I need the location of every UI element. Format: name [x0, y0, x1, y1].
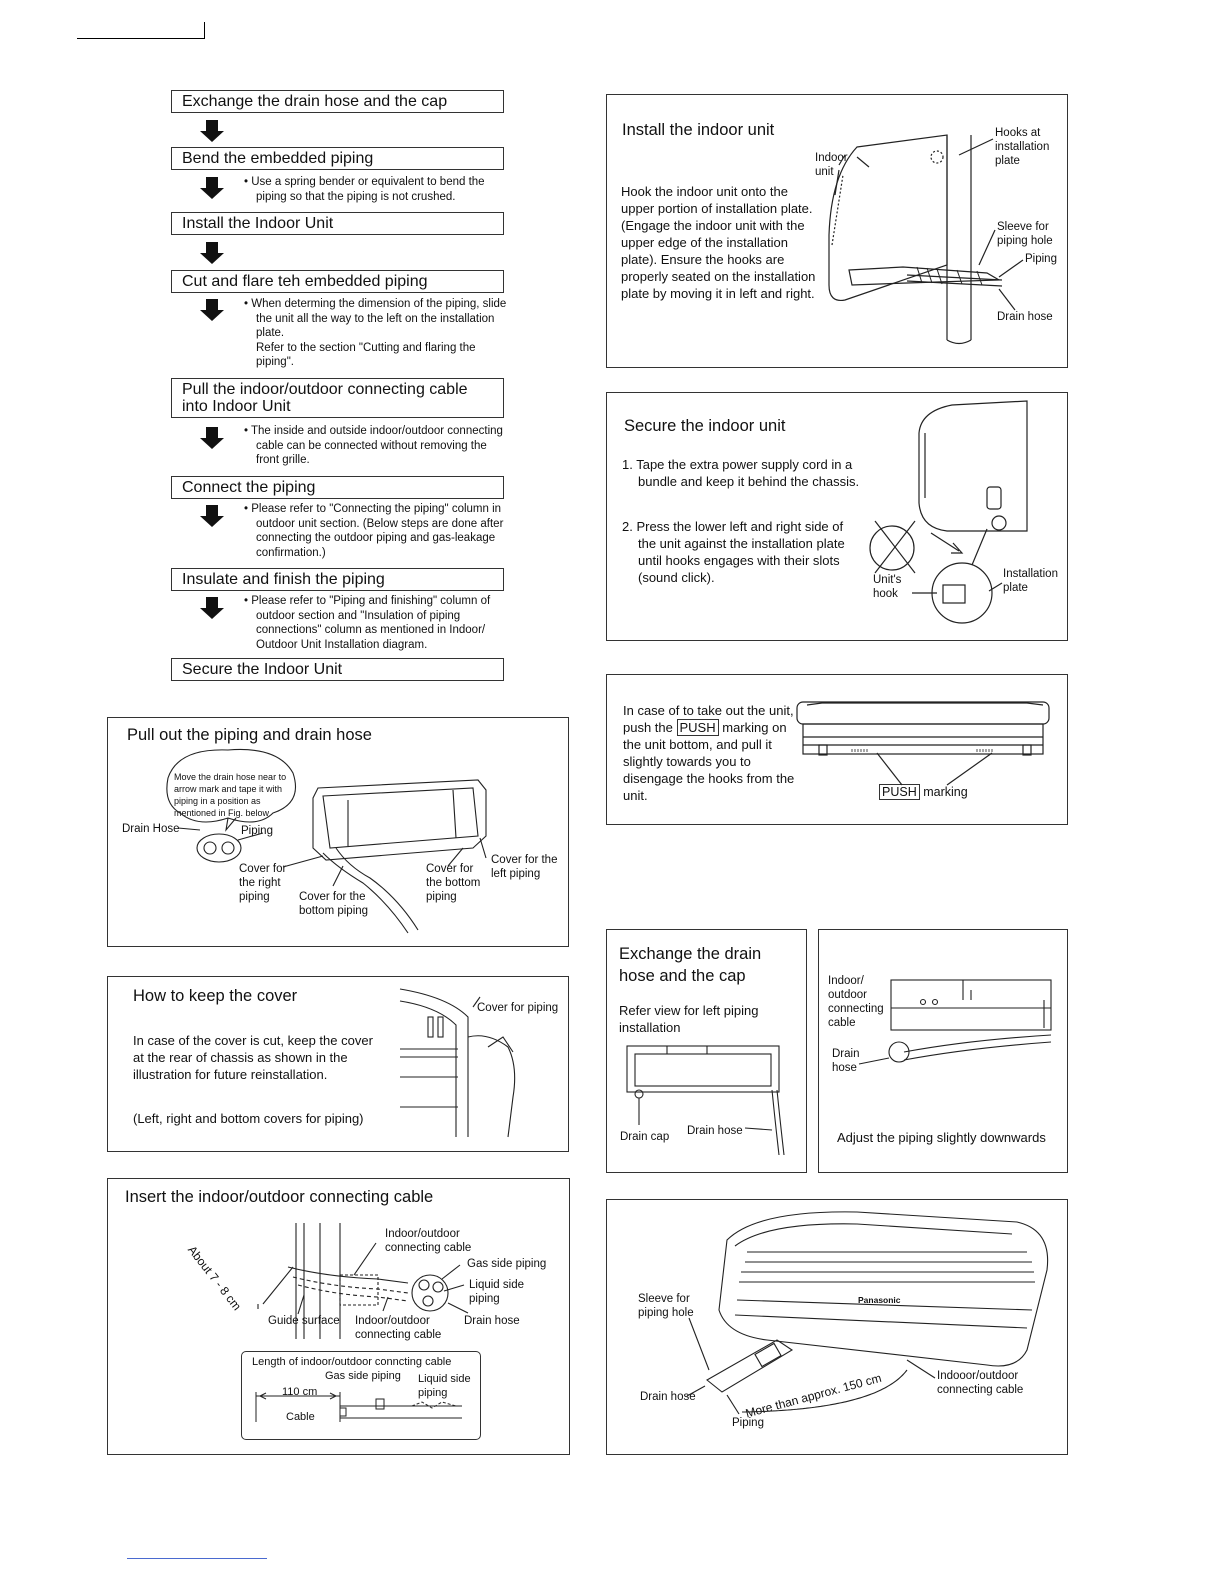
flow-step-insulate: Insulate and finish the piping	[171, 568, 504, 591]
panel-final-installation: Sleeve for piping hole Drain hose Piping…	[606, 1199, 1068, 1455]
down-arrow-icon	[200, 299, 224, 321]
install-illustration	[607, 95, 1067, 367]
flow-step-install: Install the Indoor Unit	[171, 212, 504, 235]
panel-exchange-drain: Exchange the drain hose and the cap Refe…	[606, 929, 807, 1173]
down-arrow-icon	[200, 120, 224, 142]
exchange-illustration	[607, 930, 806, 1172]
header-rule-tick	[204, 22, 205, 39]
footer-link-rule	[127, 1558, 267, 1559]
flow-step-exchange: Exchange the drain hose and the cap	[171, 90, 504, 113]
panel-install-indoor-unit: Install the indoor unit Hook the indoor …	[606, 94, 1068, 368]
final-illustration	[607, 1200, 1067, 1454]
flow-step-connect: Connect the piping	[171, 476, 504, 499]
down-arrow-icon	[200, 427, 224, 449]
down-arrow-icon	[200, 177, 224, 199]
flow-note-connect: • Please refer to "Connecting the piping…	[244, 502, 509, 560]
panel-secure-indoor-unit: Secure the indoor unit 1. Tape the extra…	[606, 392, 1068, 641]
panel-insert-cable: Insert the indoor/outdoor connecting cab…	[107, 1178, 570, 1455]
panel-keep-cover: How to keep the cover In case of the cov…	[107, 976, 569, 1152]
keepcover-illustration	[108, 977, 568, 1151]
flow-note-insulate: • Please refer to "Piping and finishing"…	[244, 594, 509, 652]
panel-pull-out-piping: Pull out the piping and drain hose Move …	[107, 717, 569, 947]
down-arrow-icon	[200, 597, 224, 619]
panel-adjust-piping: Indoor/ outdoor connecting cable Drain h…	[818, 929, 1068, 1173]
flow-step-secure: Secure the Indoor Unit	[171, 658, 504, 681]
flow-step-pull: Pull the indoor/outdoor connecting cable…	[171, 378, 504, 418]
flow-step-bend: Bend the embedded piping	[171, 147, 504, 170]
header-rule	[77, 38, 205, 39]
takeout-illustration	[607, 675, 1067, 824]
down-arrow-icon	[200, 242, 224, 264]
pullout-illustration	[108, 718, 568, 946]
flow-note-bend: • Use a spring bender or equivalent to b…	[244, 175, 509, 204]
insert-illustration	[108, 1179, 569, 1454]
panel-take-out-unit: In case of to take out the unit, push th…	[606, 674, 1068, 825]
down-arrow-icon	[200, 505, 224, 527]
flow-step-cut: Cut and flare teh embedded piping	[171, 270, 504, 293]
flow-note-pull: • The inside and outside indoor/outdoor …	[244, 424, 509, 468]
flow-note-cut: • When determing the dimension of the pi…	[244, 297, 509, 370]
adjust-illustration	[819, 930, 1067, 1172]
secure-illustration	[607, 393, 1067, 640]
